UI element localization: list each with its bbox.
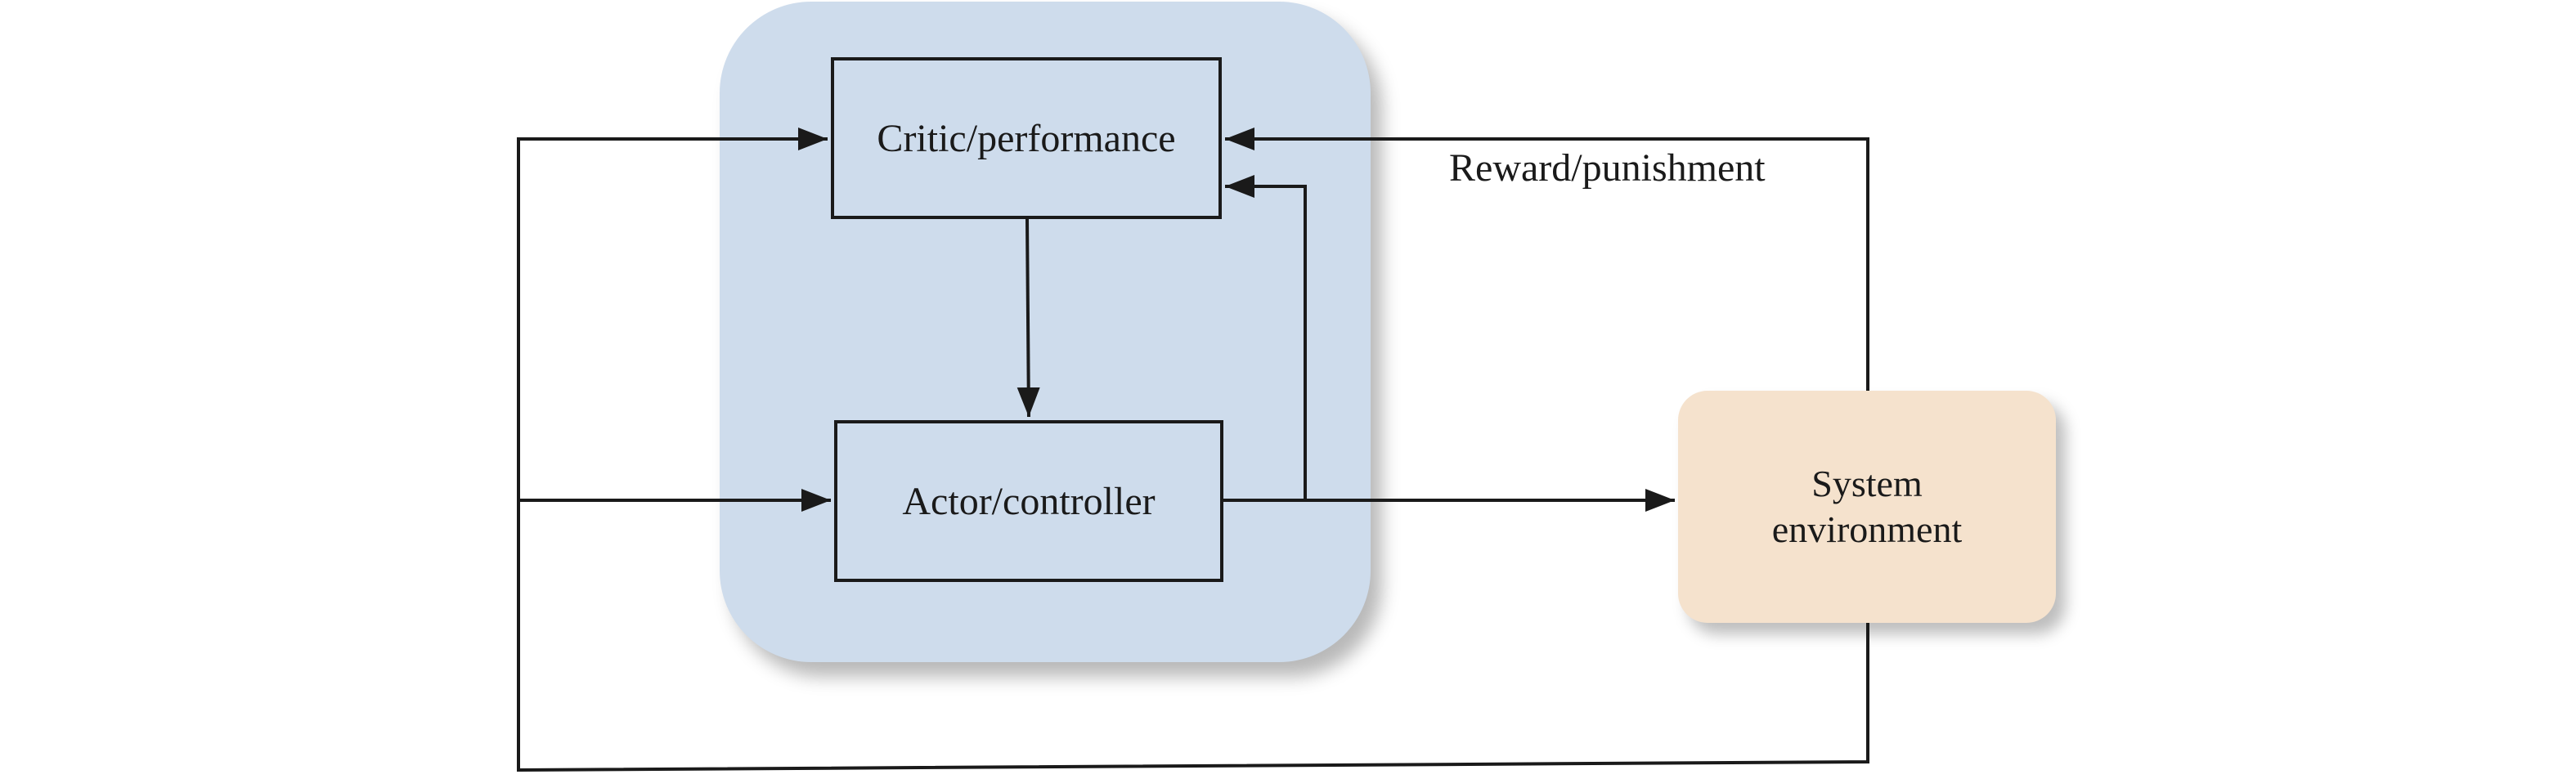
actor-controller-box: Actor/controller xyxy=(834,420,1223,582)
environment-label: System environment xyxy=(1771,463,1963,550)
reward-feedback-line xyxy=(1225,128,1869,391)
critic-to-actor-line xyxy=(1016,218,1040,418)
critic-performance-box: Critic/performance xyxy=(831,57,1222,219)
actor-output-to-critic-line xyxy=(1225,175,1307,500)
critic-label: Critic/performance xyxy=(877,116,1176,160)
actor-label: Actor/controller xyxy=(902,479,1156,523)
reward-punishment-label: Reward/punishment xyxy=(1449,146,1766,190)
system-environment-box: System environment xyxy=(1678,391,2056,623)
state-feedback-bottom-line xyxy=(519,623,1869,772)
